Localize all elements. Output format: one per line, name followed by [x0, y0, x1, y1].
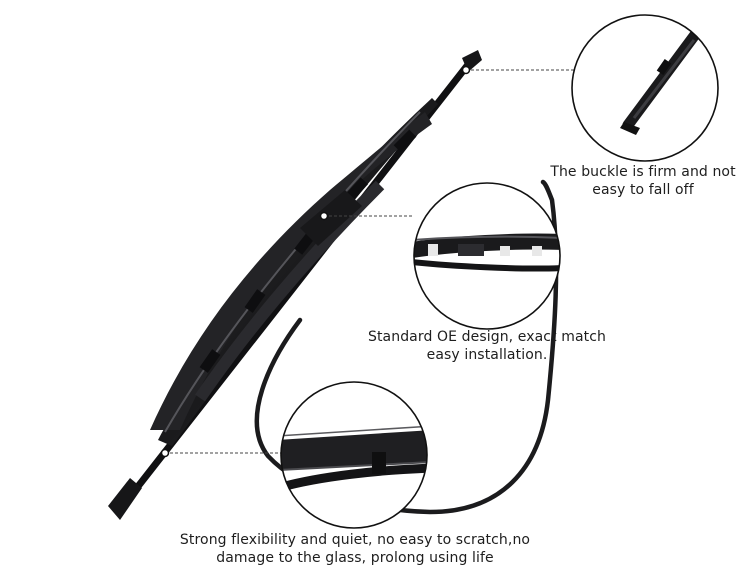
caption-flexibility: Strong flexibility and quiet, no easy to…: [150, 531, 560, 567]
rubber-strip: [254, 179, 559, 515]
caption-flexibility-line-1: Strong flexibility and quiet, no easy to…: [179, 532, 531, 548]
leader-dot-bot: [160, 448, 170, 458]
detail-circle-buckle: [571, 14, 719, 162]
caption-buckle: The buckle is firm and not easy to fall …: [538, 163, 748, 199]
leader-dot-top: [461, 65, 471, 75]
caption-design: Standard OE design, exact match easy ins…: [356, 328, 618, 364]
detail-circle-adapter: [413, 182, 561, 330]
caption-flexibility-line-2: damage to the glass, prolong using life: [216, 550, 494, 566]
caption-design-line-2: easy installation.: [426, 347, 548, 363]
caption-design-line-1: Standard OE design, exact match: [367, 329, 607, 345]
caption-buckle-line-2: easy to fall off: [592, 182, 694, 198]
detail-circle-rubber: [280, 381, 428, 529]
wiper-blade: [108, 50, 482, 520]
caption-buckle-line-1: The buckle is firm and not: [550, 164, 736, 180]
leader-dot-mid: [319, 211, 329, 221]
